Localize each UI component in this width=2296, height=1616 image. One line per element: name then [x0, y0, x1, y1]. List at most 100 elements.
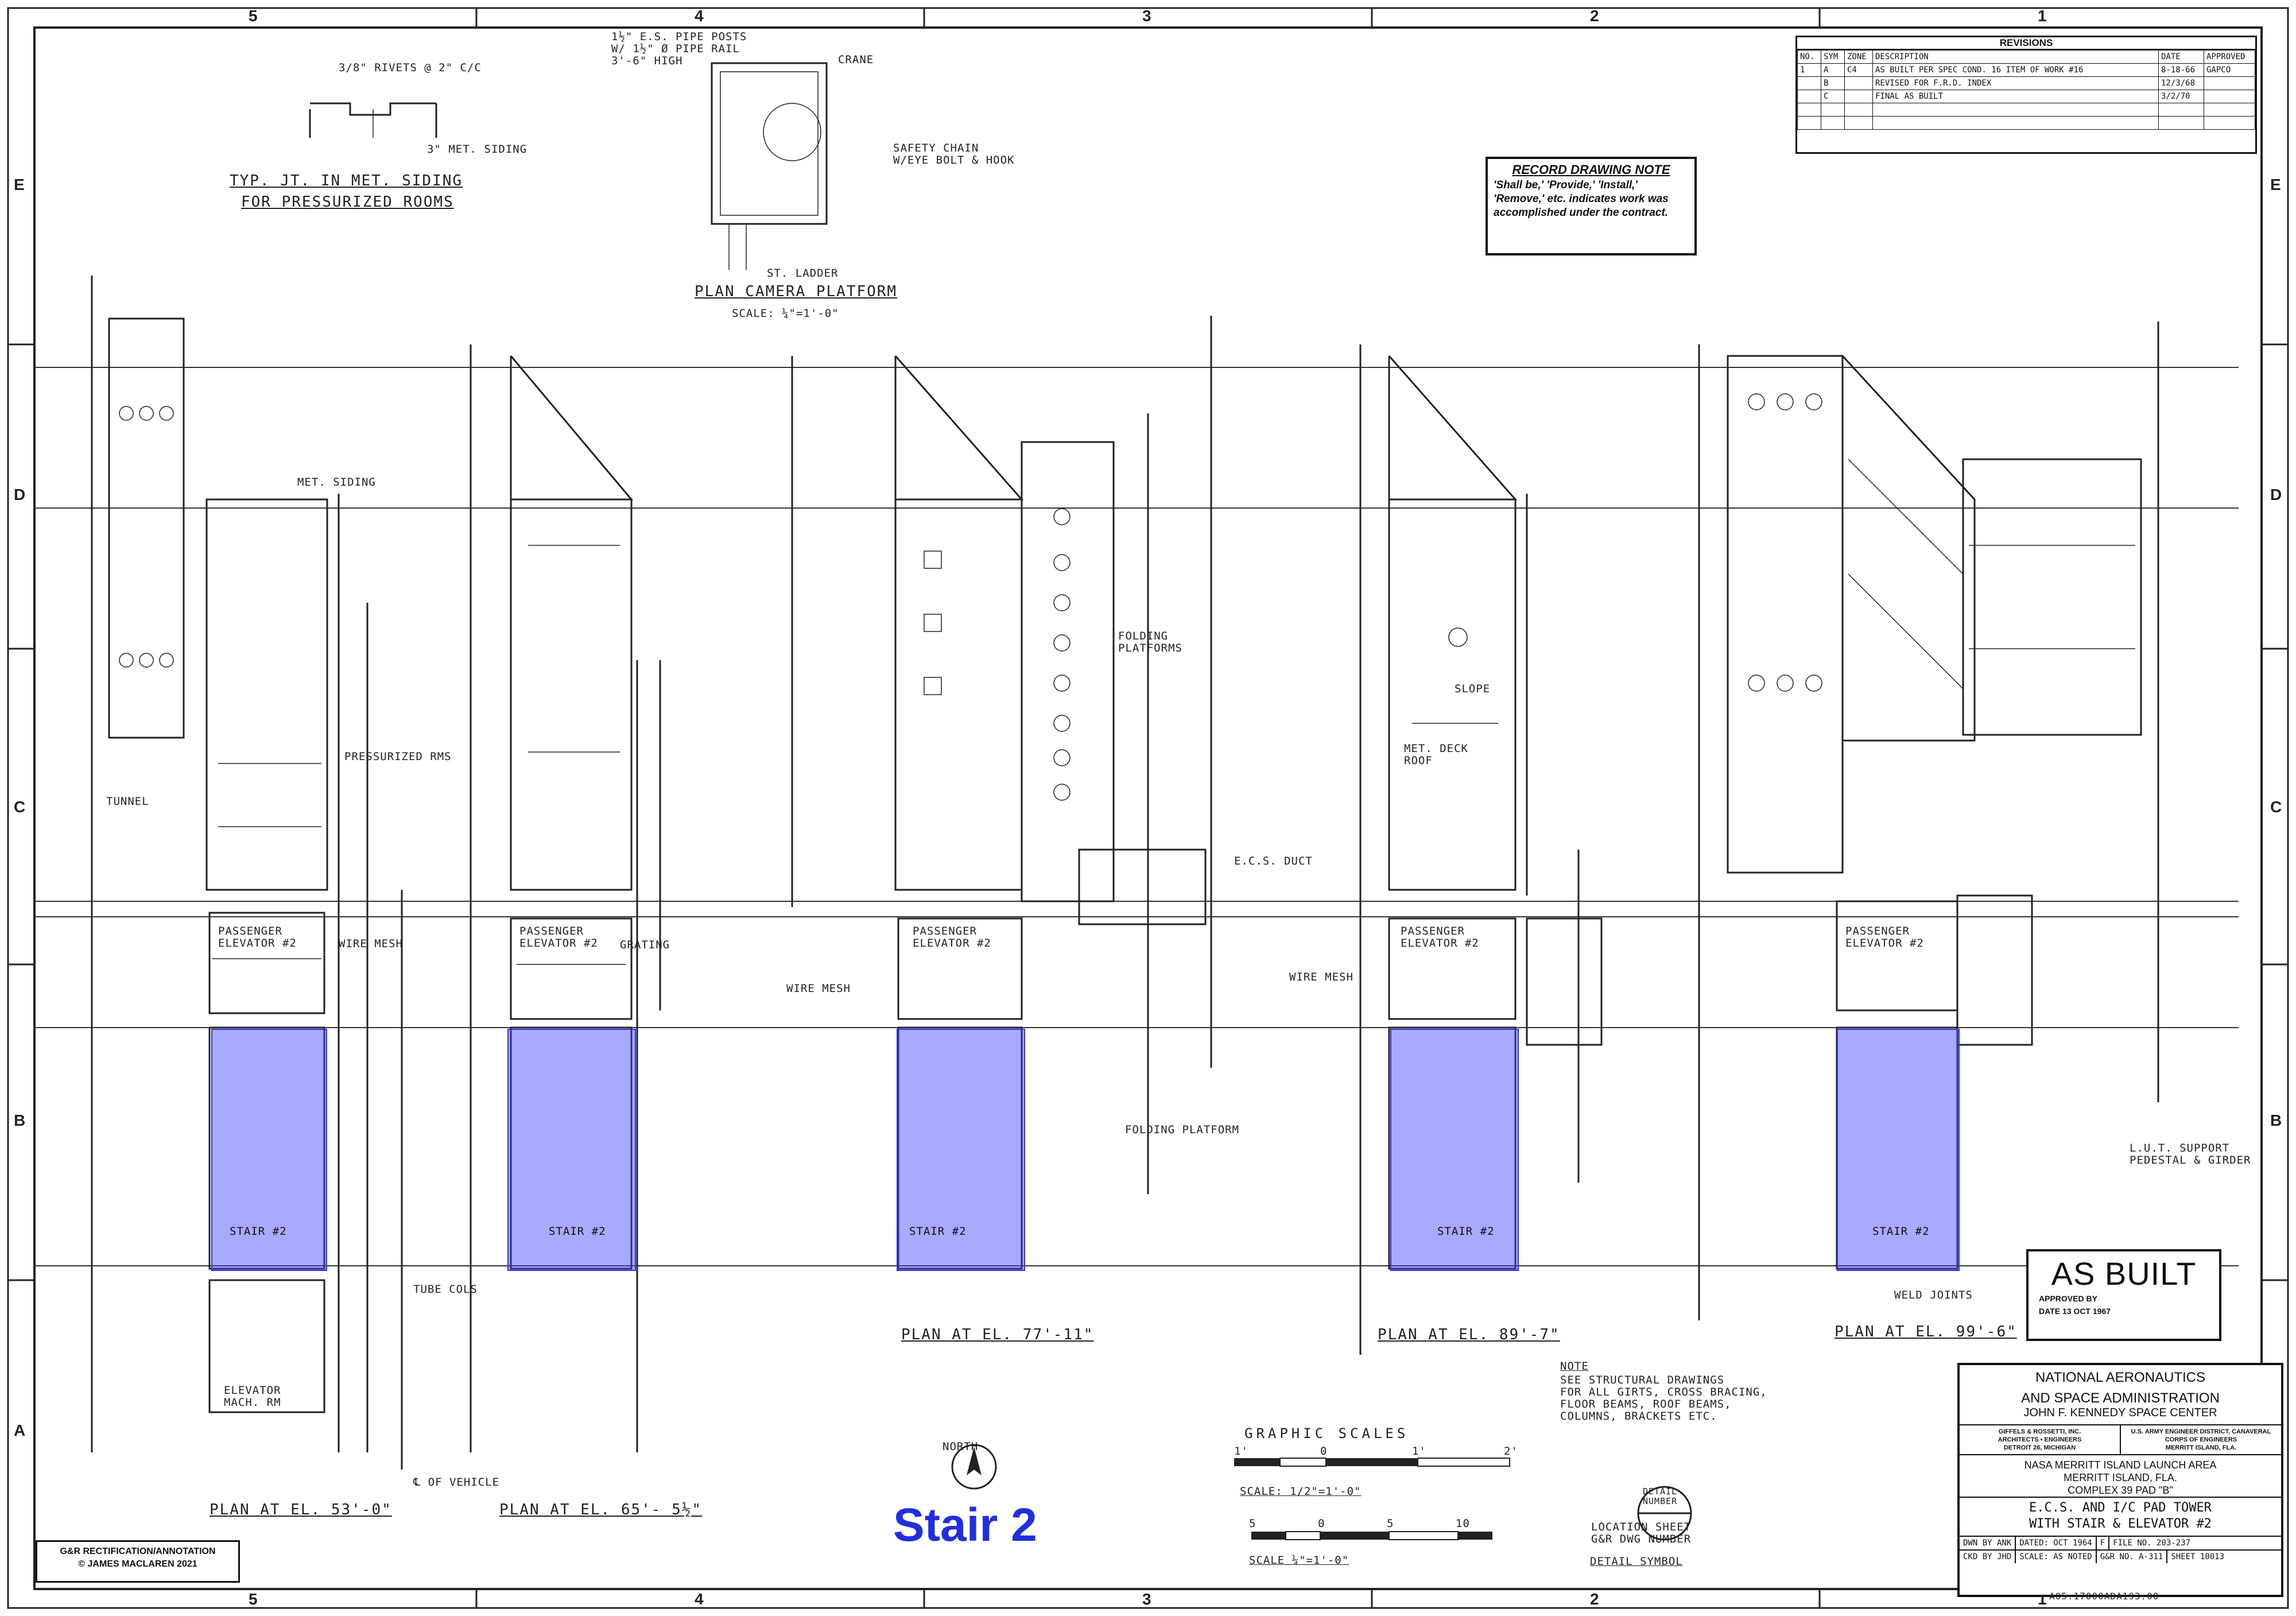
detail-symbol-label: DETAIL SYMBOL: [1590, 1555, 1683, 1568]
passenger-elevator-5: PASSENGER ELEVATOR #2: [1845, 925, 1924, 950]
stair-2-highlight-el-65[interactable]: STAIR #2: [507, 1029, 636, 1271]
title-line-1: E.C.S. AND I/C PAD TOWER: [1960, 1497, 2281, 1516]
plan-label-el-65: PLAN AT EL. 65'- 5½": [499, 1501, 703, 1518]
detail-symbol-graphic: [1637, 1486, 1692, 1541]
stair-2-highlight-el-89[interactable]: STAIR #2: [1390, 1029, 1519, 1271]
grid-col-1-top: 1: [2038, 7, 2047, 25]
plan-1-structure: [91, 276, 403, 1470]
inner-border: [33, 26, 2263, 1590]
credit-box: G&R RECTIFICATION/ANNOTATION © JAMES MAC…: [36, 1540, 240, 1583]
rev-col-date: DATE: [2158, 50, 2204, 64]
tunnel-note: TUNNEL: [106, 795, 149, 808]
rev-col-zone: ZONE: [1844, 50, 1873, 64]
grid-row-c-left: C: [14, 798, 26, 816]
folding-platform-note: FOLDING PLATFORM: [1125, 1123, 1240, 1136]
stair-2-highlight-el-53[interactable]: STAIR #2: [211, 1029, 327, 1271]
grid-row-d-left: D: [14, 486, 26, 503]
slope-note: SLOPE: [1455, 683, 1491, 695]
as-built-stamp: AS BUILT APPROVED BY DATE 13 OCT 1967: [2026, 1249, 2221, 1341]
detail-location-label: LOCATION SHEET G&R DWG NUMBER: [1591, 1521, 1692, 1545]
plan-label-el-77: PLAN AT EL. 77'-11": [901, 1326, 1094, 1343]
stair-2-caption: Stair 2: [893, 1499, 1037, 1551]
crane-note: CRANE: [838, 53, 874, 66]
grating-note: GRATING: [620, 939, 670, 951]
space-center: JOHN F. KENNEDY SPACE CENTER: [2023, 1406, 2217, 1419]
file-number: FILE NO. 203-237: [2113, 1539, 2191, 1548]
wire-mesh-2: WIRE MESH: [786, 982, 851, 995]
grid-col-5-top: 5: [249, 7, 258, 25]
pressurized-note: PRESSURIZED RMS: [344, 750, 452, 763]
grid-col-3-top: 3: [1142, 7, 1151, 25]
pipe-posts-note: 1½" E.S. PIPE POSTS W/ 1½" Ø PIPE RAIL 3…: [611, 30, 747, 67]
dated: DATED: OCT 1964: [2016, 1537, 2097, 1549]
scale-1-tick-c: 1': [1412, 1445, 1426, 1458]
passenger-elevator-3: PASSENGER ELEVATOR #2: [913, 925, 991, 950]
revision-row-a: 1 A C4 AS BUILT PER SPEC COND. 16 ITEM O…: [1797, 63, 2255, 77]
revisions-title: REVISIONS: [1797, 37, 2255, 50]
as-built-approved: APPROVED BY: [2039, 1294, 2097, 1303]
tube-cols-note: TUBE COLS: [413, 1283, 478, 1296]
wire-mesh-1: WIRE MESH: [339, 937, 403, 950]
plan-label-el-89: PLAN AT EL. 89'-7": [1378, 1326, 1560, 1343]
firm-cell: GIFFELS & ROSSETTI, INC. ARCHITECTS • EN…: [1998, 1428, 2082, 1451]
revisions-header-row: NO. SYM ZONE DESCRIPTION DATE APPROVED: [1797, 50, 2255, 64]
record-note-heading: RECORD DRAWING NOTE: [1512, 162, 1670, 177]
folding-platforms-note: FOLDING PLATFORMS: [1118, 630, 1182, 654]
stair-label: STAIR #2: [1437, 1225, 1495, 1238]
plan-label-el-53: PLAN AT EL. 53'-0": [210, 1501, 392, 1518]
vehicle-centerline: ℄ OF VEHICLE: [413, 1476, 500, 1489]
scale-note: SCALE: AS NOTED: [2016, 1551, 2097, 1563]
stair-label: STAIR #2: [230, 1225, 287, 1238]
record-drawing-note: RECORD DRAWING NOTE 'Shall be,' 'Provide…: [1486, 157, 1697, 255]
sheet-size: F: [2097, 1537, 2110, 1549]
project-line-3: COMPLEX 39 PAD "B": [2068, 1485, 2173, 1496]
credit-line-2: © JAMES MACLAREN 2021: [78, 1559, 197, 1569]
project-line-2: MERRITT ISLAND, FLA.: [2064, 1472, 2177, 1483]
grid-col-4-bottom: 4: [695, 1590, 704, 1608]
plan-5-structure: [1698, 321, 2159, 1320]
grid-row-b-left: B: [14, 1111, 26, 1129]
gr-number: G&R NO. A-311: [2097, 1551, 2168, 1563]
revision-row-c: C FINAL AS BUILT 3/2/70: [1797, 90, 2255, 103]
grid-col-5-bottom: 5: [249, 1590, 258, 1608]
stair-2-highlight-el-99[interactable]: STAIR #2: [1837, 1029, 1960, 1271]
revision-row-b: B REVISED FOR F.R.D. INDEX 12/3/68: [1797, 76, 2255, 90]
safety-chain-note: SAFETY CHAIN W/EYE BOLT & HOOK: [893, 142, 1015, 166]
record-note-body: 'Shall be,' 'Provide,' 'Install,' 'Remov…: [1494, 179, 1669, 219]
checked-by: CKD BY JHD: [1960, 1551, 2016, 1563]
title-block: NATIONAL AERONAUTICS AND SPACE ADMINISTR…: [1957, 1363, 2283, 1597]
passenger-elevator-2: PASSENGER ELEVATOR #2: [519, 925, 598, 950]
agency-line-2: AND SPACE ADMINISTRATION: [2021, 1390, 2220, 1406]
outer-border: [7, 7, 2289, 1609]
ladder-note: ST. LADDER: [767, 267, 839, 280]
scale-1-tick-a: 1': [1234, 1445, 1248, 1458]
scale-1-tick-b: 0: [1320, 1445, 1328, 1458]
plan-3-structure: [791, 316, 1212, 1270]
grid-col-3-bottom: 3: [1142, 1590, 1151, 1608]
drawn-by: DWN BY ANK: [1960, 1537, 2016, 1549]
siding-detail-title-2: FOR PRESSURIZED ROOMS: [241, 193, 454, 211]
plan-2-structure: [470, 344, 661, 1452]
scale-2-tick-c: 5: [1387, 1517, 1394, 1530]
army-cell: U.S. ARMY ENGINEER DISTRICT, CANAVERAL C…: [2120, 1425, 2281, 1454]
graphic-scale-bars: [1234, 1458, 1510, 1540]
graphic-scales-title: GRAPHIC SCALES: [1244, 1425, 1409, 1441]
scale-2-tick-d: 10: [1456, 1517, 1470, 1530]
project-line-1: NASA MERRITT ISLAND LAUNCH AREA: [1960, 1454, 2281, 1471]
stair-label: STAIR #2: [1872, 1225, 1930, 1238]
grid-col-2-bottom: 2: [1590, 1590, 1599, 1608]
elevator-mach-room: ELEVATOR MACH. RM: [224, 1384, 281, 1409]
passenger-elevator-4: PASSENGER ELEVATOR #2: [1401, 925, 1479, 950]
wire-mesh-3: WIRE MESH: [1289, 971, 1353, 983]
as-built-date: 13 OCT 1967: [2062, 1307, 2111, 1316]
grid-row-e-right: E: [2270, 176, 2281, 193]
lut-support-note: L.U.T. SUPPORT PEDESTAL & GIRDER: [2130, 1142, 2251, 1167]
plan-4-structure: [1359, 344, 1603, 1355]
siding-note: 3" MET. SIDING: [427, 143, 528, 156]
grid-row-b-right: B: [2270, 1111, 2282, 1129]
rev-col-approved: APPROVED: [2204, 50, 2255, 64]
siding-detail-title-1: TYP. JT. IN MET. SIDING: [230, 172, 463, 189]
rev-col-no: NO.: [1797, 50, 1821, 64]
stair-2-highlight-el-77[interactable]: STAIR #2: [897, 1029, 1025, 1271]
